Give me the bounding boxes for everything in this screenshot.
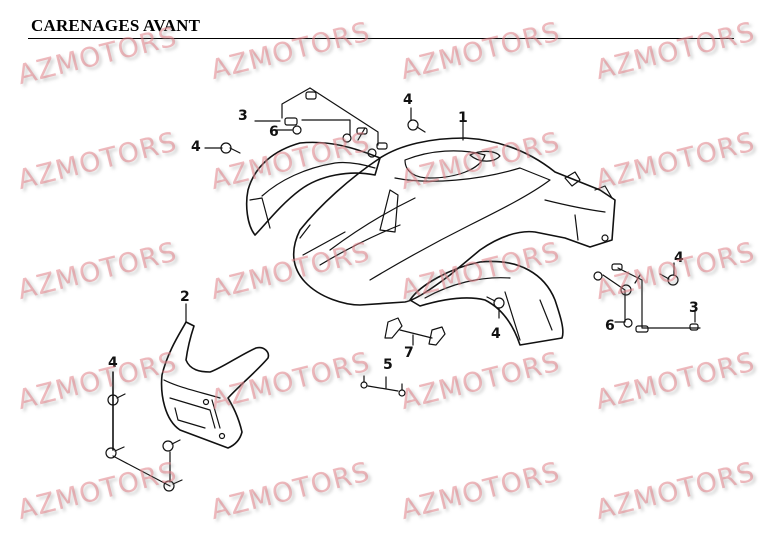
hardware-cluster-lower-left[interactable] xyxy=(105,371,183,492)
callout-part-4[interactable]: 4 xyxy=(674,250,684,266)
page-title: CARENAGES AVANT xyxy=(31,16,201,35)
part-1-front-fender[interactable] xyxy=(245,137,616,346)
title-underline xyxy=(28,38,734,39)
callout-part-3[interactable]: 3 xyxy=(238,108,248,124)
part-2-front-grille[interactable] xyxy=(160,303,270,449)
callout-part-1[interactable]: 1 xyxy=(458,110,468,126)
callout-part-7[interactable]: 7 xyxy=(404,345,414,361)
callout-part-6[interactable]: 6 xyxy=(605,318,615,334)
hardware-cluster-top[interactable] xyxy=(204,87,464,158)
callout-part-4[interactable]: 4 xyxy=(491,326,501,342)
callout-part-2[interactable]: 2 xyxy=(180,289,190,305)
part-5-screws[interactable] xyxy=(360,375,406,397)
callout-part-3[interactable]: 3 xyxy=(689,300,699,316)
callout-part-4[interactable]: 4 xyxy=(191,139,201,155)
hardware-cluster-right[interactable] xyxy=(486,262,701,333)
callout-part-4[interactable]: 4 xyxy=(403,92,413,108)
part-7-clips[interactable] xyxy=(384,317,446,346)
callout-part-5[interactable]: 5 xyxy=(383,357,393,373)
callout-part-4[interactable]: 4 xyxy=(108,355,118,371)
callout-part-6[interactable]: 6 xyxy=(269,124,279,140)
